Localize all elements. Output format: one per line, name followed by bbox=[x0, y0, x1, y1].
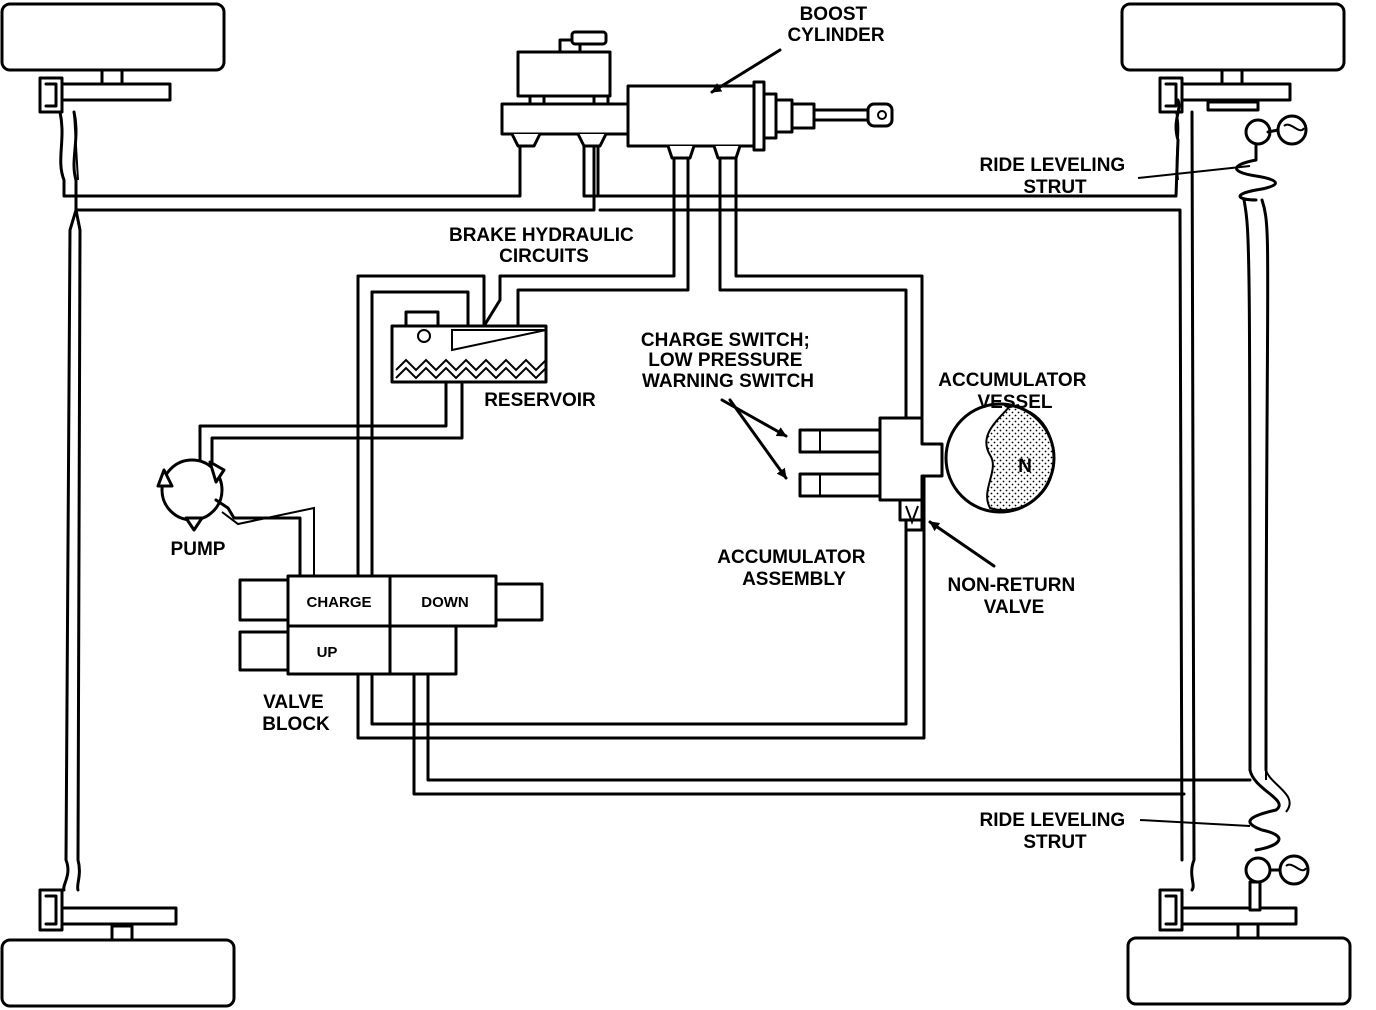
valve-down-label: DOWN bbox=[421, 594, 469, 611]
label-valve-block: VALVE BLOCK bbox=[262, 692, 330, 735]
label-nitrogen: N bbox=[1018, 456, 1032, 477]
right-brake-lines bbox=[598, 98, 1196, 892]
wheel-rear-right bbox=[1126, 888, 1352, 1006]
label-accumulator-assembly: ACCUMULATOR ASSEMBLY bbox=[717, 547, 870, 590]
boost-lines bbox=[482, 156, 924, 420]
label-charge-switch: CHARGE SWITCH; LOW PRESSURE WARNING SWIT… bbox=[641, 330, 815, 392]
label-non-return-valve: NON-RETURN VALVE bbox=[948, 575, 1081, 618]
left-brake-lines bbox=[58, 110, 596, 892]
accumulator-assembly bbox=[798, 416, 944, 532]
accumulator-vessel bbox=[944, 402, 1056, 514]
leader-lines bbox=[710, 48, 1251, 827]
label-brake-hydraulic-circuits: BRAKE HYDRAULIC CIRCUITS bbox=[449, 225, 639, 267]
wheel-front-left bbox=[0, 2, 226, 114]
master-cylinder bbox=[500, 30, 736, 198]
ride-leveling-strut-top bbox=[1206, 100, 1308, 772]
label-pump: PUMP bbox=[171, 539, 226, 560]
wheel-rear-left bbox=[0, 888, 236, 1008]
reservoir bbox=[198, 274, 548, 464]
boost-cylinder bbox=[626, 80, 894, 160]
label-ride-leveling-strut-top: RIDE LEVELING STRUT bbox=[980, 155, 1131, 198]
wheel-front-right bbox=[1120, 2, 1346, 114]
label-reservoir: RESERVOIR bbox=[484, 390, 596, 411]
ride-leveling-strut-bottom bbox=[1244, 768, 1310, 912]
valve-up-label: UP bbox=[317, 644, 338, 661]
pump bbox=[156, 458, 315, 582]
return-lines bbox=[356, 274, 926, 740]
valve-block bbox=[238, 574, 1267, 796]
valve-charge-label: CHARGE bbox=[306, 594, 371, 611]
label-accumulator-vessel: ACCUMULATOR VESSEL bbox=[938, 370, 1091, 413]
label-boost-cylinder: BOOST CYLINDER bbox=[787, 4, 884, 46]
label-ride-leveling-strut-bottom: RIDE LEVELING STRUT bbox=[980, 810, 1131, 853]
